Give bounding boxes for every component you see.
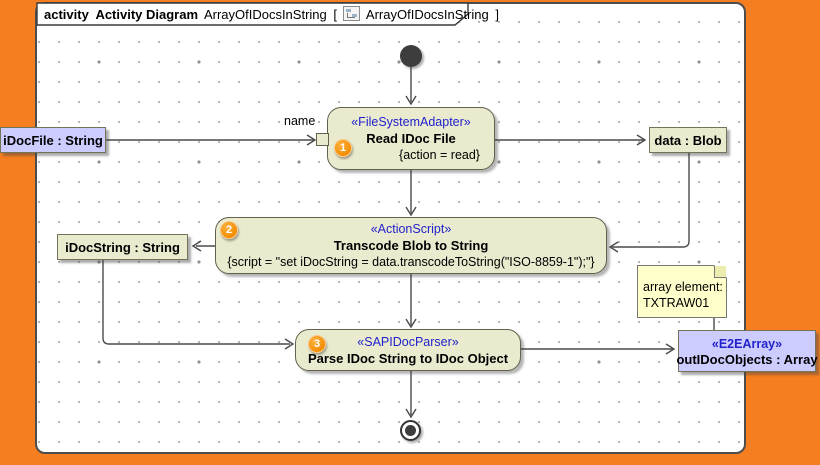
edge-transcode-to-parse[interactable] (405, 274, 417, 329)
action-constraint: {action = read} (399, 148, 480, 162)
edge-read-to-transcode[interactable] (405, 170, 417, 217)
object-label: outIDocObjects : Array (676, 351, 818, 367)
title-bracket-close: ] (495, 7, 499, 22)
edge-datablob-to-transcode[interactable] (608, 153, 690, 253)
title-context-name: ArrayOfIDocsInString (365, 7, 489, 22)
action-name: Parse IDoc String to IDoc Object (307, 350, 509, 366)
initial-node[interactable] (400, 45, 422, 67)
edge-transcode-to-idocstring[interactable] (191, 240, 215, 252)
object-node-outidocobjects[interactable]: «E2EArray» outIDocObjects : Array (676, 330, 818, 372)
action-node-read-idoc-file[interactable]: «FileSystemAdapter» Read IDoc File {acti… (327, 107, 495, 170)
stereotype-label: «ActionScript» (370, 222, 452, 236)
frame-title: activity Activity Diagram ArrayOfIDocsIn… (44, 6, 502, 22)
diagram-icon (343, 6, 361, 21)
object-node-idocfile[interactable]: iDocFile : String (0, 127, 106, 153)
object-node-datablob[interactable]: data : Blob (649, 127, 727, 153)
object-node-idocstring[interactable]: iDocString : String (57, 234, 188, 260)
step-badge-1: 1 (334, 139, 352, 157)
action-node-parse-idoc[interactable]: «SAPIDocParser» Parse IDoc String to IDo… (295, 329, 521, 371)
title-diagram-name: ArrayOfIDocsInString (203, 7, 327, 22)
note-body: array element: TXTRAW01 (638, 266, 726, 317)
activity-final-node[interactable] (400, 420, 421, 441)
edge-read-to-datablob[interactable] (495, 134, 647, 146)
edge-idocstring-to-parse[interactable] (102, 260, 295, 350)
pin-edge-label: name (284, 114, 316, 128)
object-label: data : Blob (654, 132, 722, 148)
title-diagram-type: Activity Diagram (95, 7, 199, 22)
stereotype-label: «SAPIDocParser» (357, 334, 459, 349)
title-keyword: activity (44, 7, 89, 22)
stereotype-label: «E2EArray» (711, 336, 783, 351)
note-text-line1: array element: (643, 280, 723, 294)
step-badge-3: 3 (308, 335, 326, 353)
action-name: Transcode Blob to String (333, 238, 489, 253)
edge-parse-to-outidocobjects[interactable] (521, 343, 676, 355)
step-badge-2: 2 (220, 221, 238, 239)
stereotype-label: «FileSystemAdapter» (351, 115, 471, 129)
note-text-line2: TXTRAW01 (643, 296, 710, 310)
edge-initial-to-read[interactable] (405, 67, 417, 106)
edge-idocfile-to-pin[interactable] (106, 134, 317, 146)
input-pin-name[interactable] (316, 133, 329, 146)
action-name: Read IDoc File (366, 131, 456, 146)
action-constraint: {script = "set iDocString = data.transco… (227, 255, 595, 269)
edge-final[interactable] (405, 371, 417, 419)
object-label: iDocFile : String (3, 132, 103, 148)
object-label: iDocString : String (65, 239, 180, 255)
frame-title-outline (36, 2, 469, 26)
note-array-element[interactable]: array element: TXTRAW01 (637, 265, 727, 318)
activity-final-dot (405, 425, 416, 436)
note-fold-corner (714, 266, 726, 278)
title-bracket-open: [ (333, 7, 338, 22)
action-node-transcode-blob[interactable]: «ActionScript» Transcode Blob to String … (215, 217, 607, 274)
